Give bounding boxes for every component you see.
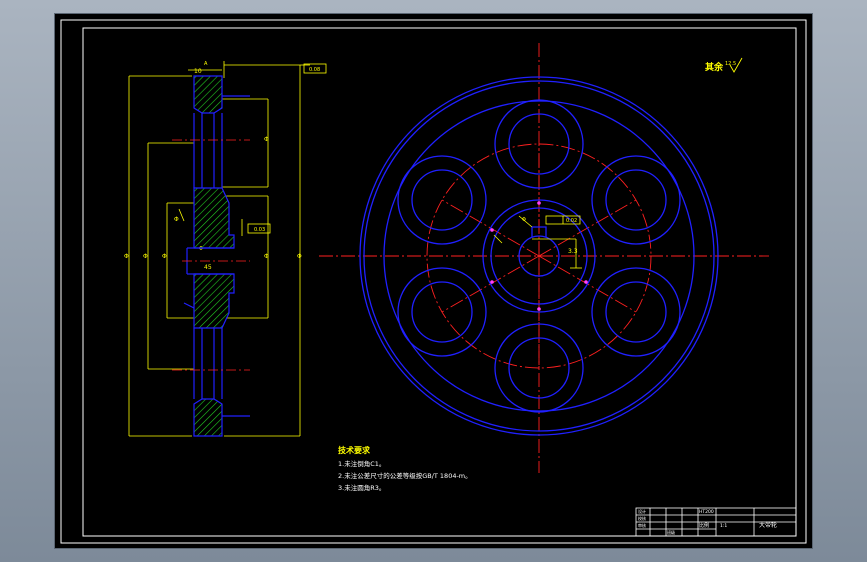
roughness-value: 12.5 (725, 61, 736, 67)
left-dim-2: Φ (143, 253, 148, 260)
title-scale-label: 比例 (699, 522, 709, 529)
roughness-note: 其余 12.5 (705, 57, 743, 73)
face-centerlines (319, 43, 769, 473)
flatness-callout (303, 63, 327, 74)
roughness-label: 其余 (705, 61, 724, 73)
title-row-2: 校核 (638, 515, 646, 521)
section-view: 0.08 0.03 10 A 45 Φ Φ Φ Φ Φ Φ Φ Φ (124, 61, 327, 437)
drawing-canvas: 0.08 0.03 10 A 45 Φ Φ Φ Φ Φ Φ Φ Φ (60, 19, 807, 544)
hub-width-text: 45 (204, 264, 212, 271)
roughness-symbol-icon (729, 57, 743, 73)
notes-title: 技术要求 (338, 445, 371, 455)
right-dim-3: Φ (264, 136, 269, 143)
right-dim-1: Φ (297, 253, 302, 260)
title-block: HT200 比例 1:1 大带轮 设计 校核 审核 班级 (635, 507, 797, 537)
hub-callout-text: 0.03 (254, 227, 265, 233)
face-view: Φ 0.02 3.3 (319, 43, 769, 473)
inner-border (82, 27, 797, 537)
part-outline (183, 95, 250, 417)
notes-item-2: 2.未注公差尺寸的公差等级按GB/T 1804-m。 (338, 471, 472, 480)
face-callout-left: Φ (522, 217, 526, 223)
title-scale-value: 1:1 (720, 523, 727, 529)
left-dim-3: Φ (162, 253, 167, 260)
title-material: HT200 (699, 509, 714, 515)
hub-small-text: Φ (199, 246, 203, 252)
outer-frame (60, 19, 807, 544)
keyway-dim-text: 3.3 (568, 248, 578, 255)
top-ref-text: A (204, 61, 208, 67)
face-outline (359, 76, 719, 436)
notes-item-3: 3.未注圆角R3。 (338, 483, 385, 492)
technical-notes: 技术要求 1.未注倒角C1。 2.未注公差尺寸的公差等级按GB/T 1804-m… (338, 445, 472, 492)
title-drawing-name: 大带轮 (759, 521, 777, 529)
cad-viewport[interactable]: 0.08 0.03 10 A 45 Φ Φ Φ Φ Φ Φ Φ Φ (54, 13, 813, 549)
left-dim-4: Φ (174, 216, 179, 223)
title-row-3: 审核 (638, 522, 646, 528)
notes-item-1: 1.未注倒角C1。 (338, 459, 385, 468)
hatched-sections (193, 75, 235, 437)
right-dim-2: Φ (264, 253, 269, 260)
hub-callout (247, 223, 271, 234)
section-centerlines (172, 139, 250, 371)
face-dimensions (493, 215, 582, 269)
left-dim-1: Φ (124, 253, 129, 260)
hub-markers (490, 201, 588, 311)
face-callout-tol: 0.02 (566, 218, 577, 224)
section-dimensions (128, 61, 310, 437)
title-row-1: 设计 (638, 508, 646, 514)
top-dim-text: 10 (194, 68, 202, 75)
title-footer: 班级 (667, 529, 675, 535)
flatness-callout-text: 0.08 (309, 67, 320, 73)
